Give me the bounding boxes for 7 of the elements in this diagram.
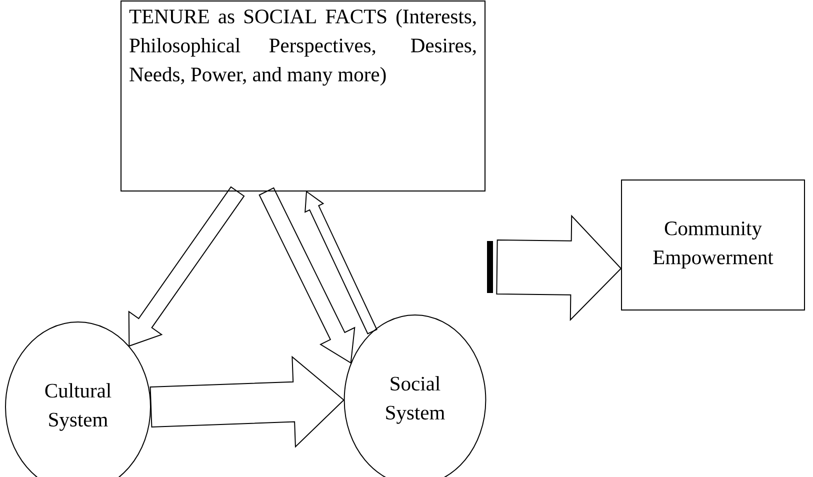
text-box: Community Empowerment	[621, 180, 805, 310]
block-arrow	[304, 190, 378, 334]
text-box: TENURE as SOCIAL FACTS (Interests, Philosophical Perspectives, Desires, Needs, Power, and many more)	[120, 0, 486, 192]
block-arrow	[128, 186, 245, 347]
block-arrow	[258, 187, 356, 364]
block-arrow	[150, 356, 345, 448]
block-arrow	[487, 214, 622, 322]
